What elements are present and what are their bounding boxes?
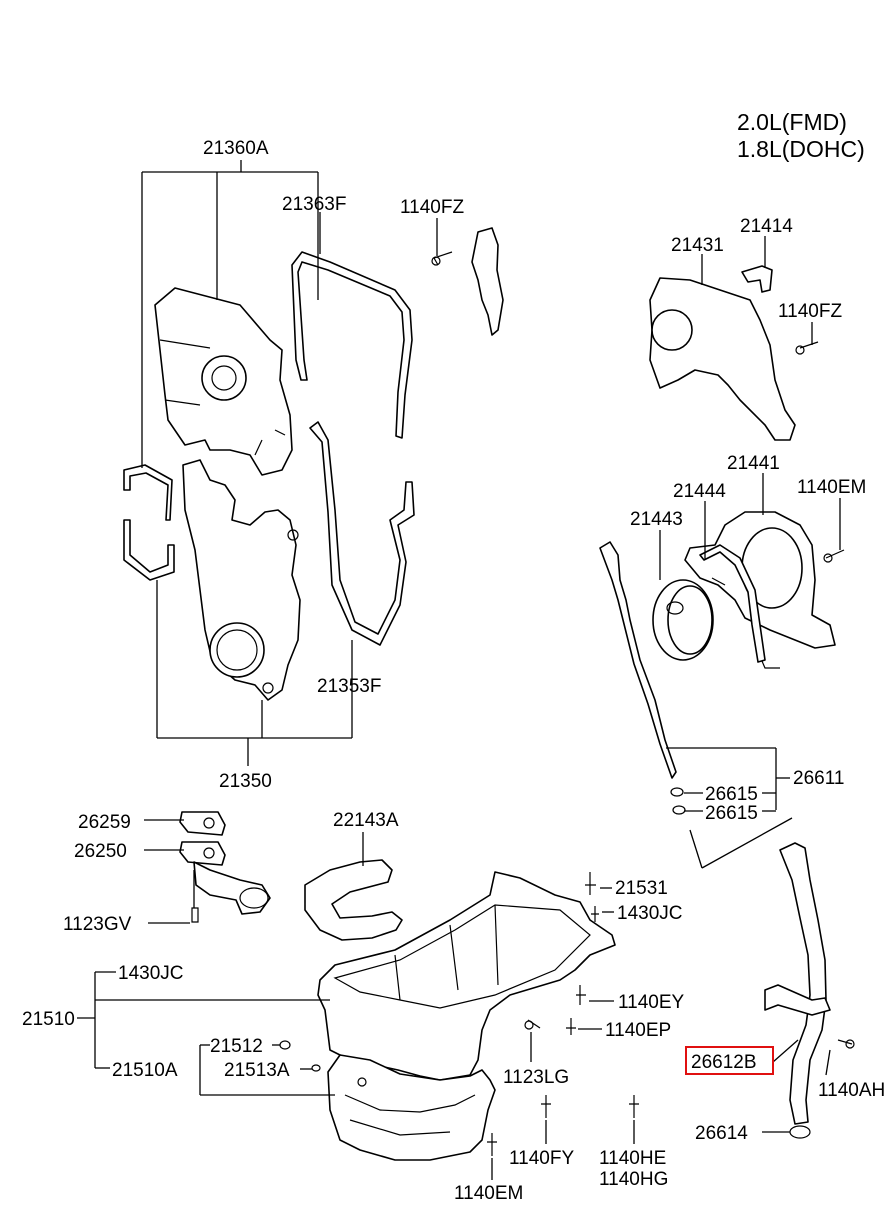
label-21510A[interactable]: 21510A	[112, 1060, 178, 1081]
dipstick-26611-drawing	[599, 541, 686, 815]
label-1430JC-left[interactable]: 1430JC	[118, 963, 184, 984]
label-21431[interactable]: 21431	[671, 235, 724, 256]
label-1140FY[interactable]: 1140FY	[509, 1148, 574, 1169]
baffle-plate-drawing	[304, 859, 403, 941]
label-21441[interactable]: 21441	[727, 453, 780, 474]
label-1430JC-right[interactable]: 1430JC	[617, 903, 683, 924]
timing-cover-upper-drawing	[154, 287, 293, 476]
label-26612B[interactable]: 26612B	[691, 1052, 757, 1073]
label-1140EP[interactable]: 1140EP	[605, 1020, 671, 1041]
part-labels: 21360A 21363F 1140FZ 21414 21431 1140FZ …	[22, 138, 885, 1204]
label-26259[interactable]: 26259	[78, 812, 131, 833]
engine-line-1: 2.0L(FMD)	[737, 109, 847, 135]
label-1140HG[interactable]: 1140HG	[599, 1169, 668, 1190]
label-21350[interactable]: 21350	[219, 771, 272, 792]
label-26615-a[interactable]: 26615	[705, 784, 758, 805]
leaders-21431	[701, 236, 813, 345]
label-1140EY[interactable]: 1140EY	[618, 992, 685, 1013]
label-21510[interactable]: 21510	[22, 1009, 75, 1030]
label-21513A[interactable]: 21513A	[224, 1060, 290, 1081]
label-21414[interactable]: 21414	[740, 216, 793, 237]
label-1140EM-bottom[interactable]: 1140EM	[454, 1183, 523, 1204]
label-26615-b[interactable]: 26615	[705, 803, 758, 824]
oil-seal-case-drawing	[684, 511, 836, 669]
label-26614[interactable]: 26614	[695, 1123, 748, 1144]
label-1140AH[interactable]: 1140AH	[818, 1080, 885, 1101]
oil-pan-upper-drawing	[317, 871, 616, 1081]
timing-belt-21353F-drawing	[309, 421, 415, 646]
timing-belt-21363F-drawing	[291, 251, 413, 439]
leaders-26612B	[762, 1039, 831, 1133]
label-1140HE[interactable]: 1140HE	[599, 1148, 666, 1169]
leaders-26611	[666, 747, 793, 869]
label-21444[interactable]: 21444	[673, 481, 726, 502]
label-1140FZ-top[interactable]: 1140FZ	[400, 197, 464, 218]
label-21512[interactable]: 21512	[210, 1036, 263, 1057]
label-1123LG[interactable]: 1123LG	[503, 1067, 569, 1088]
label-22143A[interactable]: 22143A	[333, 810, 399, 831]
oil-pan-lower-drawing	[327, 1054, 496, 1161]
label-21353F[interactable]: 21353F	[317, 676, 381, 697]
label-21363F[interactable]: 21363F	[282, 194, 346, 215]
oil-pan-fasteners-drawing	[279, 872, 639, 1156]
label-1123GV[interactable]: 1123GV	[63, 914, 132, 935]
front-oil-seal-21443-drawing	[652, 579, 714, 661]
label-21360A[interactable]: 21360A	[203, 138, 269, 159]
label-21443[interactable]: 21443	[630, 509, 683, 530]
label-1140EM-right[interactable]: 1140EM	[797, 477, 866, 498]
leaders-oil-pan	[77, 887, 635, 1180]
cover-seals-drawing	[123, 464, 175, 581]
bracket-1140FZ-drawing	[431, 227, 504, 336]
label-1140FZ-right[interactable]: 1140FZ	[778, 301, 842, 322]
label-26611[interactable]: 26611	[793, 768, 844, 789]
timing-cover-lower-drawing	[182, 459, 301, 701]
label-21531[interactable]: 21531	[615, 878, 668, 899]
guide-tube-26612B-drawing	[764, 842, 855, 1139]
rear-plate-21431-drawing	[649, 265, 819, 441]
label-26250[interactable]: 26250	[74, 841, 127, 862]
leaders-timing	[141, 160, 438, 766]
leaders-strainer	[144, 819, 195, 924]
leaders-21441	[659, 473, 845, 580]
oil-strainer-drawing	[179, 811, 271, 923]
engine-line-2: 1.8L(DOHC)	[737, 136, 865, 162]
highlight-box-26612B	[685, 1046, 774, 1075]
